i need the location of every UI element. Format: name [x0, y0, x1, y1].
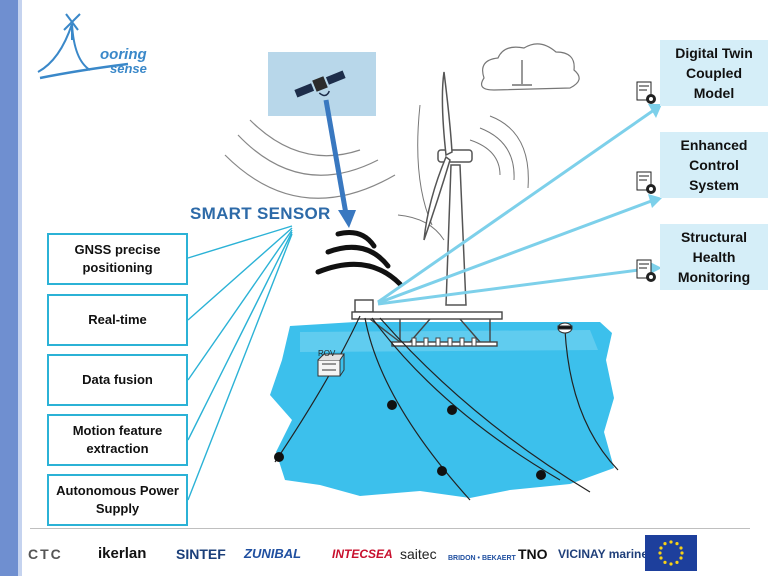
feature-box-real-time: Real-time: [47, 294, 188, 346]
output-ray-arrowheads: [648, 104, 662, 274]
partner-logo-saitec: saitec: [400, 546, 437, 562]
partner-logo-ikerlan: ikerlan: [98, 545, 147, 562]
feature-box-gnss: GNSS precise positioning: [47, 233, 188, 285]
logo-text-line1: ooring: [100, 46, 147, 63]
gear-doc-icon: [636, 81, 656, 104]
output-rays: [377, 108, 655, 306]
cloud-outline: [481, 43, 580, 91]
gear-doc-icon: [636, 171, 656, 194]
mooringsense-logo: ooring sense: [30, 8, 147, 86]
mooring-lines: [274, 315, 619, 501]
output-box-digital-twin: Digital Twin Coupled Model: [660, 40, 768, 106]
gear-doc-icon: [636, 259, 656, 282]
rov-label: ROV: [318, 349, 336, 358]
platform-floats: [411, 337, 477, 347]
partner-logo-sintef: SINTEF: [176, 546, 226, 562]
feature-box-autonomous-power: Autonomous Power Supply: [47, 474, 188, 526]
feature-connector-lines: [187, 225, 293, 501]
partner-logo-tno: TNO: [518, 546, 548, 562]
sea-area: [270, 322, 614, 498]
mooringsense-logo-mark: [37, 13, 129, 80]
mooring-buoys: [274, 400, 546, 480]
feature-box-data-fusion: Data fusion: [47, 354, 188, 406]
satellite-signal-arcs: [224, 119, 396, 199]
small-turbine-icon: [512, 60, 532, 86]
side-accent-stripe: [18, 0, 22, 576]
partner-logo-ctc: CTC: [28, 546, 63, 562]
floating-platform: [351, 299, 503, 347]
eu-flag-icon: [645, 535, 697, 571]
satellite-icon: [294, 70, 346, 98]
marker-buoy: [557, 322, 573, 334]
partner-logo-intecsea: INTECSEA: [332, 547, 393, 561]
partner-logo-bridon-bekaert: BRIDON • BEKAERT: [448, 555, 516, 562]
output-box-enhanced-control: Enhanced Control System: [660, 132, 768, 198]
partner-logo-zunibal: ZUNIBAL: [244, 546, 302, 561]
feature-box-motion-feature: Motion feature extraction: [47, 414, 188, 466]
wind-turbine: [423, 71, 473, 306]
logo-text-line2: sense: [110, 61, 147, 76]
sensor-downlink-arrow: [323, 99, 349, 215]
partner-logos-row: CTC ikerlan SINTEF ZUNIBAL INTECSEA sait…: [28, 540, 768, 570]
partner-logo-vicinay: VICINAY marine: [558, 547, 649, 561]
smart-sensor-title: SMART SENSOR: [190, 204, 331, 223]
footer-divider: [30, 528, 750, 529]
wind-arcs: [397, 104, 529, 241]
side-accent-bar: [0, 0, 18, 576]
wireless-wave-icon: [315, 230, 403, 287]
rov-icon: [317, 353, 345, 377]
output-box-structural-health: Structural Health Monitoring: [660, 224, 768, 290]
sensor-arrowhead: [338, 210, 356, 228]
